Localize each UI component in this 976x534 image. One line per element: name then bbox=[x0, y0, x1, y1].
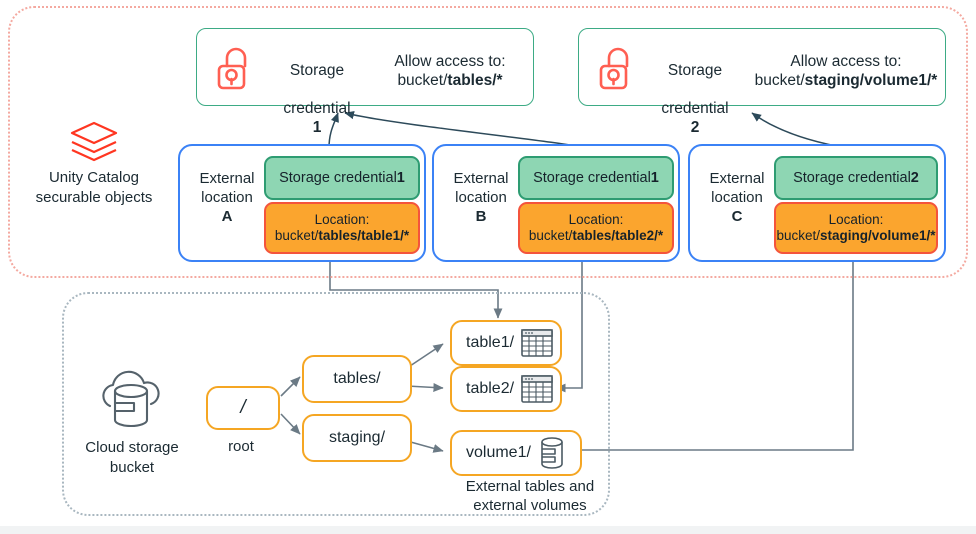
locA-location-path: bucket/tables/table1/* bbox=[275, 228, 409, 244]
locB-letter: B bbox=[475, 207, 487, 225]
locC-credential-prefix: Storage credential bbox=[793, 170, 911, 186]
locB-credential-number: 1 bbox=[650, 170, 659, 186]
storage-credential-1-allow: Allow access to: bucket/tables/* bbox=[375, 53, 525, 91]
locC-label-line1: External bbox=[709, 170, 765, 187]
locC-label-line2: location bbox=[711, 188, 763, 206]
locA-credential-prefix: Storage credential bbox=[279, 170, 397, 186]
locC-location-path: bucket/staging/volume1/* bbox=[776, 228, 935, 244]
cred1-number: 1 bbox=[312, 118, 322, 136]
external-location-C-label: External location C bbox=[700, 170, 774, 226]
storage-credential-2-title: Storage credential 2 bbox=[643, 43, 747, 156]
table-grid-icon bbox=[520, 328, 554, 358]
locB-label-line2: location bbox=[455, 188, 507, 206]
branch-tables-to-table2 bbox=[406, 382, 444, 392]
branch-staging-to-volume1 bbox=[406, 440, 444, 453]
branch-root-to-tables bbox=[280, 376, 301, 397]
table-grid-icon bbox=[520, 374, 554, 404]
open-padlock-icon bbox=[595, 46, 639, 92]
cred1-allow-prefix: bucket/ bbox=[397, 71, 448, 89]
database-cylinder-icon bbox=[537, 436, 567, 470]
cred1-allow-line2: bucket/tables/* bbox=[375, 72, 525, 91]
bottom-band bbox=[0, 526, 976, 534]
unity-catalog-region bbox=[8, 6, 968, 278]
cred2-allow-prefix: bucket/ bbox=[754, 71, 805, 89]
open-padlock-icon bbox=[213, 46, 257, 92]
locC-location-prefix: bucket/ bbox=[776, 228, 820, 243]
branch-tables-to-table1 bbox=[406, 343, 444, 369]
locB-credential-prefix: Storage credential bbox=[533, 170, 651, 186]
external-location-B-label: External location B bbox=[444, 170, 518, 226]
locC-location-chip[interactable]: Location: bucket/staging/volume1/* bbox=[774, 202, 938, 254]
arrow-locB-to-table2 bbox=[555, 262, 583, 393]
locC-credential-number: 2 bbox=[910, 170, 919, 186]
tree-node-table2[interactable]: table2/ bbox=[450, 366, 562, 412]
locA-location-title: Location: bbox=[314, 211, 370, 227]
cred2-number: 2 bbox=[690, 118, 700, 136]
locB-location-chip[interactable]: Location: bucket/tables/table2/* bbox=[518, 202, 674, 254]
tree-node-volume1[interactable]: volume1/ bbox=[450, 430, 582, 476]
storage-credential-2-box[interactable]: Storage credential 2 Allow access to: bu… bbox=[578, 28, 946, 136]
cred1-title-line2: credential bbox=[283, 99, 351, 117]
locA-credential-chip[interactable]: Storage credential 1 bbox=[264, 156, 420, 200]
cred2-allow-line1: Allow access to: bbox=[790, 53, 902, 70]
tree-node-tables[interactable]: tables/ bbox=[302, 355, 412, 403]
tree-node-table2-label: table2/ bbox=[466, 380, 515, 397]
cred2-allow-bold: staging/volume1/* bbox=[804, 71, 938, 89]
locC-letter: C bbox=[731, 207, 743, 225]
locC-location-title: Location: bbox=[828, 211, 884, 227]
locA-location-prefix: bucket/ bbox=[274, 228, 319, 243]
locA-credential-number: 1 bbox=[396, 170, 405, 186]
locB-credential-chip[interactable]: Storage credential 1 bbox=[518, 156, 674, 200]
locB-location-path: bucket/tables/table2/* bbox=[529, 228, 663, 244]
storage-credential-1-title: Storage credential 1 bbox=[265, 43, 369, 156]
branch-root-to-staging bbox=[280, 413, 301, 435]
locB-label-line1: External bbox=[453, 170, 509, 187]
locB-location-bold: tables/table2/* bbox=[572, 228, 664, 243]
storage-credential-2-allow: Allow access to: bucket/staging/volume1/… bbox=[751, 53, 941, 91]
locA-letter: A bbox=[221, 207, 233, 225]
tree-node-table1[interactable]: table1/ bbox=[450, 320, 562, 366]
locB-location-title: Location: bbox=[568, 211, 624, 227]
locA-label-line2: location bbox=[201, 188, 253, 206]
external-location-A-label: External location A bbox=[190, 170, 264, 226]
cloud-storage-region bbox=[62, 292, 610, 516]
tree-node-table1-label: table1/ bbox=[466, 334, 515, 351]
tree-node-root[interactable]: / bbox=[206, 386, 280, 430]
tree-node-volume1-label: volume1/ bbox=[466, 444, 531, 461]
cloud-database-icon bbox=[94, 370, 168, 434]
external-location-C[interactable]: External location C Storage credential 2… bbox=[688, 144, 946, 262]
cred1-allow-bold: tables/* bbox=[447, 71, 503, 89]
cred2-title-line1: Storage bbox=[667, 61, 723, 79]
locC-credential-chip[interactable]: Storage credential 2 bbox=[774, 156, 938, 200]
cred1-title-line1: Storage bbox=[289, 61, 345, 79]
databricks-layers-icon bbox=[67, 120, 121, 164]
locA-location-bold: tables/table1/* bbox=[318, 228, 410, 243]
locA-label-line1: External bbox=[199, 170, 255, 187]
tree-node-root-caption: root bbox=[228, 438, 254, 455]
external-location-A[interactable]: External location A Storage credential 1… bbox=[178, 144, 426, 262]
cred1-allow-line1: Allow access to: bbox=[394, 53, 506, 70]
external-location-B[interactable]: External location B Storage credential 1… bbox=[432, 144, 680, 262]
cred2-allow-line2: bucket/staging/volume1/* bbox=[751, 72, 941, 91]
cloud-storage-label: Cloud storage bucket bbox=[85, 439, 179, 476]
locB-location-prefix: bucket/ bbox=[528, 228, 573, 243]
locC-location-bold: staging/volume1/* bbox=[820, 228, 936, 243]
tree-node-staging[interactable]: staging/ bbox=[302, 414, 412, 462]
unity-catalog-label: Unity Catalog securable objects bbox=[35, 169, 153, 206]
cred2-title-line2: credential bbox=[661, 99, 729, 117]
locA-location-chip[interactable]: Location: bucket/tables/table1/* bbox=[264, 202, 420, 254]
arrow-locC-to-volume1 bbox=[567, 262, 854, 455]
tree-leaf-caption: External tables and external volumes bbox=[465, 478, 595, 514]
storage-credential-1-box[interactable]: Storage credential 1 Allow access to: bu… bbox=[196, 28, 534, 136]
